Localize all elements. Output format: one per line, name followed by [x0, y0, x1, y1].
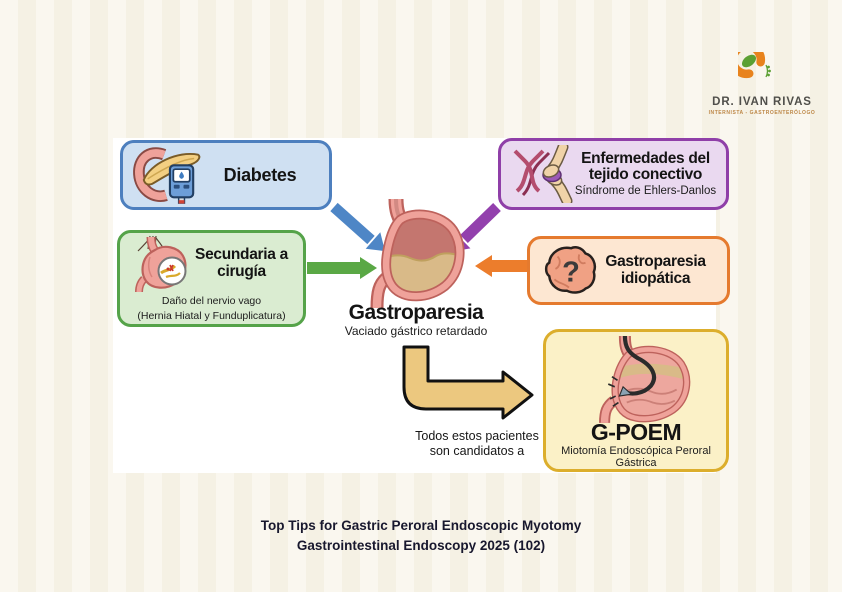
- cause-subtitle-surgery-line2: (Hernia Hiatal y Funduplicatura): [137, 309, 286, 322]
- candidates-note: Todos estos pacientes son candidatos a: [406, 429, 548, 459]
- cause-box-idiopathic: ? Gastroparesia idiopática: [527, 236, 730, 305]
- citation: Top Tips for Gastric Peroral Endoscopic …: [0, 516, 842, 555]
- cause-subtitle-connective: Síndrome de Ehlers-Danlos: [574, 185, 717, 198]
- question-mark-glyph: ?: [562, 256, 580, 288]
- cause-title-diabetes: Diabetes: [223, 164, 297, 185]
- cause-title-connective: Enfermedades del tejido conectivo: [581, 149, 710, 183]
- pancreas-glucometer-icon: [133, 147, 201, 204]
- cause-title-surgery: Secundaria a cirugía: [195, 246, 288, 280]
- collagen-joint-icon: [513, 145, 573, 203]
- brain-question-icon: ?: [544, 245, 597, 294]
- gpoem-endoscope-stomach-icon: [599, 336, 691, 423]
- cause-box-diabetes: Diabetes: [120, 140, 332, 210]
- center-subtitle: Vaciado gástrico retardado: [344, 324, 488, 339]
- candidates-note-line1: Todos estos pacientes: [415, 429, 539, 443]
- cause-subtitle-surgery-line1: Daño del nervio vago: [161, 294, 262, 307]
- citation-line1: Top Tips for Gastric Peroral Endoscopic …: [260, 518, 582, 533]
- logo-doctor-name: DR. IVAN RIVAS: [712, 96, 812, 108]
- cause-title-idiopathic: Gastroparesia idiopática: [605, 253, 706, 287]
- cause-box-connective-tissue: Enfermedades del tejido conectivo Síndro…: [498, 138, 729, 210]
- gastroparesis-stomach-illustration: [370, 198, 465, 309]
- citation-line2: Gastrointestinal Endoscopy 2025 (102): [296, 537, 546, 553]
- center-diagnosis-label: Gastroparesia Vaciado gástrico retardado: [337, 301, 495, 339]
- treatment-title-gpoem: G-POEM: [590, 418, 682, 445]
- doctor-logo: DR. IVAN RIVAS INTERNISTA - GASTROENTERÓ…: [700, 52, 824, 116]
- logo-doctor-specialty: INTERNISTA - GASTROENTERÓLOGO: [708, 110, 816, 116]
- cause-box-surgery: Secundaria a cirugía Daño del nervio vag…: [117, 230, 306, 327]
- center-title: Gastroparesia: [348, 301, 484, 324]
- candidates-note-line2: son candidatos a: [429, 444, 525, 458]
- stomach-leaf-logo-icon: [738, 52, 771, 79]
- stomach-vagus-magnifier-icon: [135, 235, 187, 292]
- treatment-subtitle-gpoem: Miotomía Endoscópica Peroral Gástrica: [561, 445, 711, 469]
- treatment-box-gpoem: G-POEM Miotomía Endoscópica Peroral Gást…: [543, 329, 729, 472]
